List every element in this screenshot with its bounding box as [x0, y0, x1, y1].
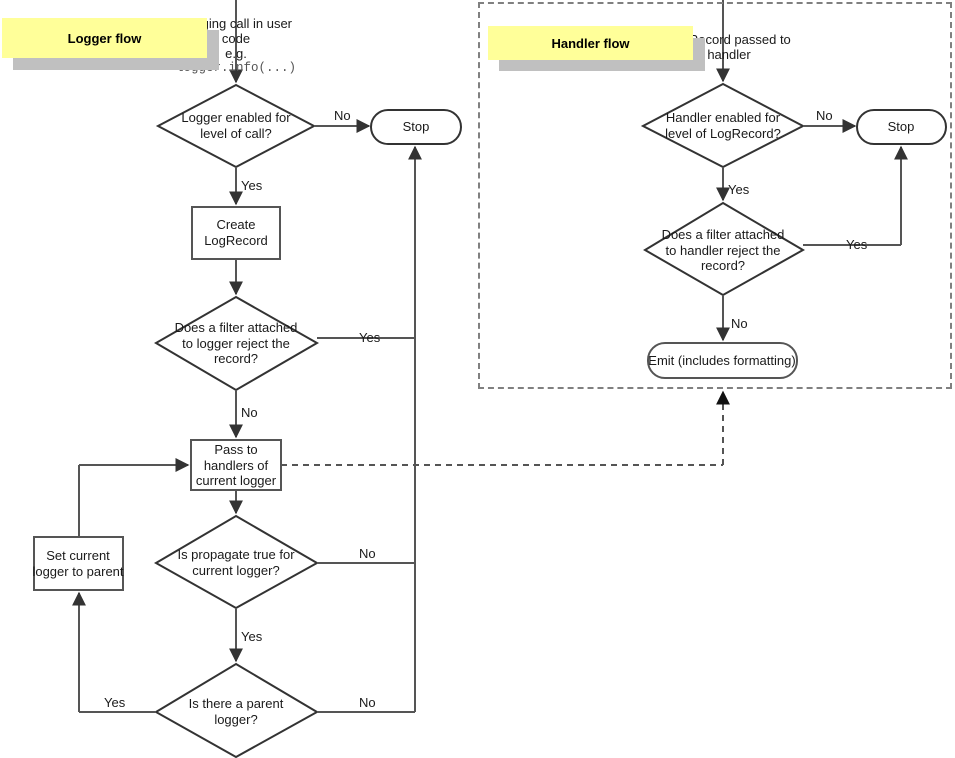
edge-label-propagate-no: No: [359, 546, 376, 561]
logger-flow-title: Logger flow: [2, 18, 207, 58]
edge-label-logger-enabled-yes: Yes: [241, 178, 263, 193]
edge-label-propagate-yes: Yes: [241, 629, 263, 644]
edge-label-handler-filter-yes: Yes: [846, 237, 868, 252]
edge-label-parent-no: No: [359, 695, 376, 710]
edge-label-handler-enabled-no: No: [816, 108, 833, 123]
edge-label-logger-filter-no: No: [241, 405, 258, 420]
edge-label-logger-enabled-no: No: [334, 108, 351, 123]
handler-flow-group-border: [478, 2, 952, 389]
handler-flow-title: Handler flow: [488, 26, 693, 60]
edge-label-parent-yes: Yes: [104, 695, 126, 710]
edge-label-handler-enabled-yes: Yes: [728, 182, 750, 197]
edge-label-logger-filter-yes: Yes: [359, 330, 381, 345]
edge-label-handler-filter-no: No: [731, 316, 748, 331]
